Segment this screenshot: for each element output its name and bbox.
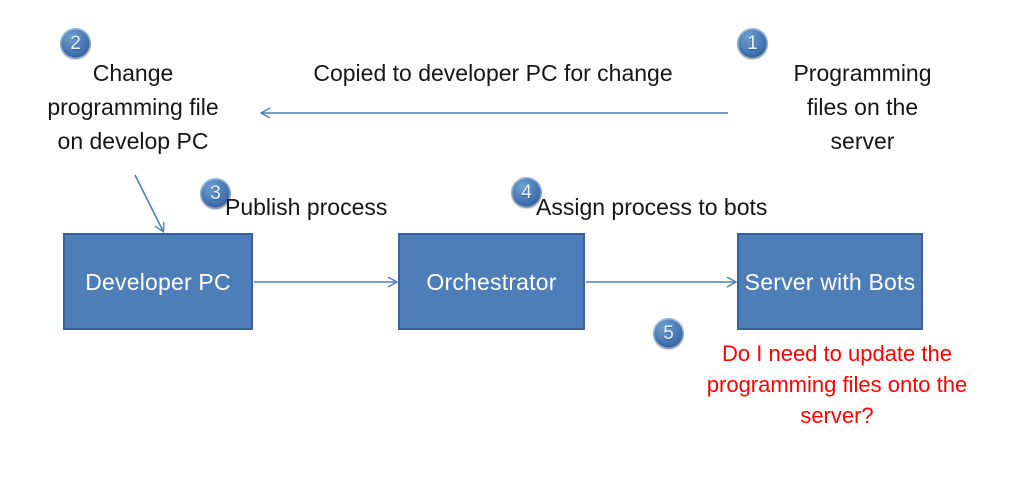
node-orchestrator: Orchestrator bbox=[398, 233, 585, 330]
label-question-note: Do I need to update the programming file… bbox=[706, 341, 968, 428]
label-publish-process: Publish process bbox=[225, 194, 388, 220]
node-server-with-bots-label: Server with Bots bbox=[744, 268, 916, 295]
step-badge-1: 1 bbox=[737, 28, 768, 59]
label-programming-files-on-server: Programming files on the server bbox=[793, 60, 932, 154]
step-badge-5: 5 bbox=[653, 318, 684, 349]
label-change-programming-file: Change programming file on develop PC bbox=[47, 60, 219, 154]
node-server-with-bots: Server with Bots bbox=[737, 233, 923, 330]
label-assign-process-to-bots: Assign process to bots bbox=[536, 194, 768, 220]
node-orchestrator-label: Orchestrator bbox=[426, 268, 557, 295]
step-badge-3: 3 bbox=[200, 178, 231, 209]
step-badge-2: 2 bbox=[60, 28, 91, 59]
node-developer-pc: Developer PC bbox=[63, 233, 253, 330]
step-badge-4: 4 bbox=[511, 177, 542, 208]
label-copied-to-developer-pc: Copied to developer PC for change bbox=[313, 60, 673, 86]
connector-note-to-devpc-box bbox=[134, 174, 163, 231]
node-developer-pc-label: Developer PC bbox=[85, 268, 231, 295]
